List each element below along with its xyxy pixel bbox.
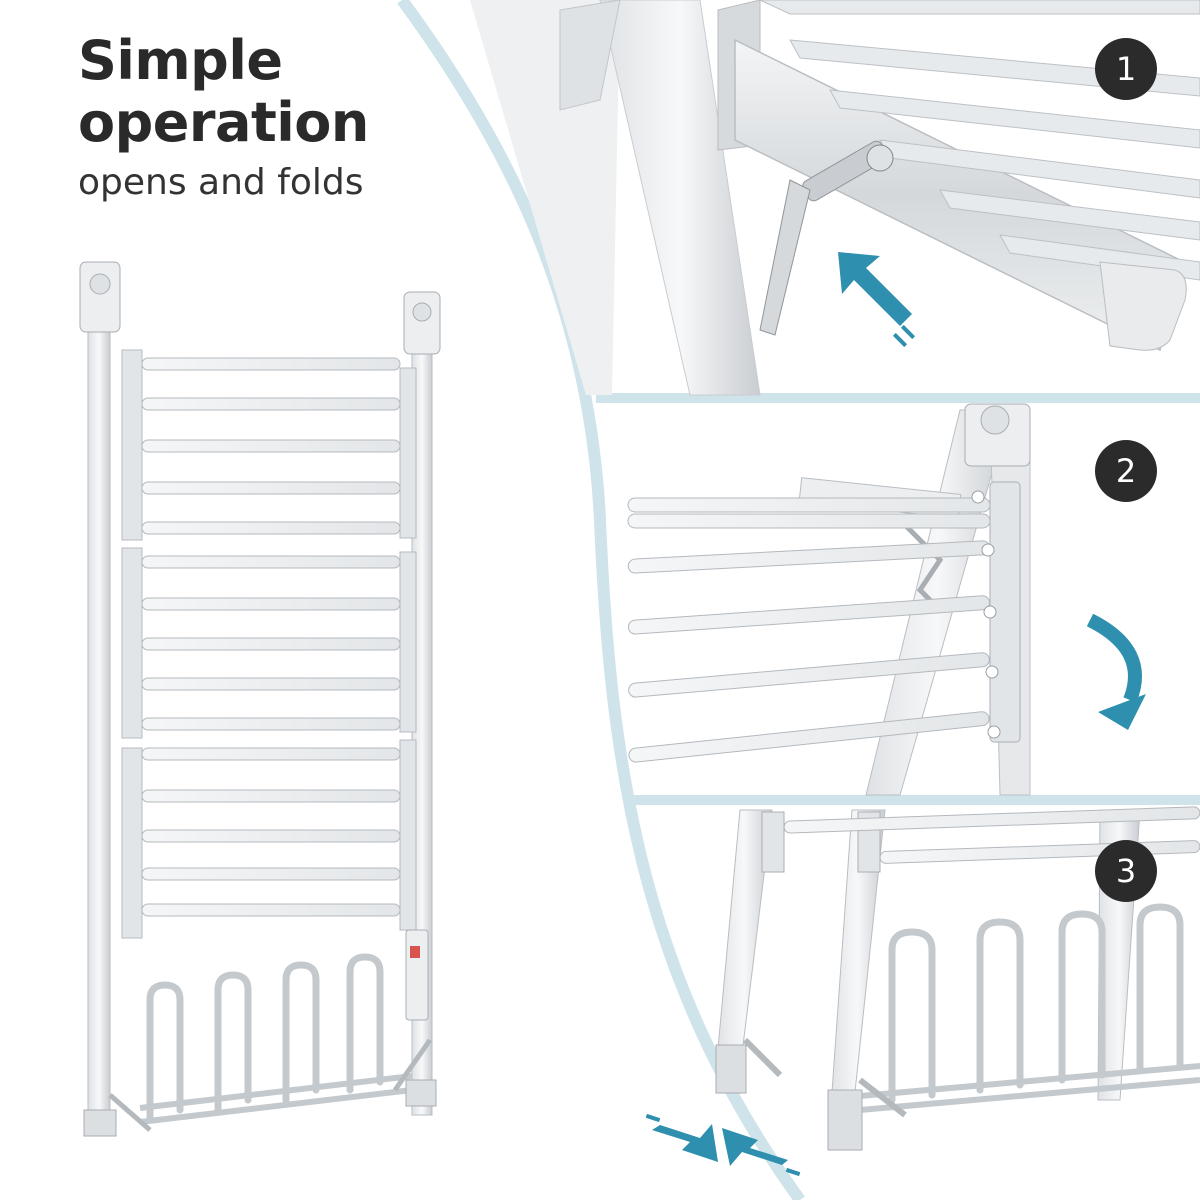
converging-arrows-icon <box>645 1113 801 1177</box>
curved-fold-arrow-icon <box>1086 613 1146 730</box>
headline-subtitle: opens and folds <box>78 162 364 203</box>
step-3-badge: 3 <box>1095 840 1157 902</box>
push-arrow-icon <box>838 252 916 348</box>
step1-hinge-closeup <box>470 0 1200 396</box>
step-2-badge: 2 <box>1095 440 1157 502</box>
step-1-badge: 1 <box>1095 38 1157 100</box>
headline-block: Simple operation opens and folds <box>78 30 369 208</box>
folded-rack-illustration <box>79 261 441 1137</box>
headline-title-line2: operation <box>78 91 369 154</box>
headline-title-line1: Simple <box>78 29 283 92</box>
step2-wing-fold <box>627 403 1031 796</box>
panel-divider-curve <box>397 0 805 1200</box>
